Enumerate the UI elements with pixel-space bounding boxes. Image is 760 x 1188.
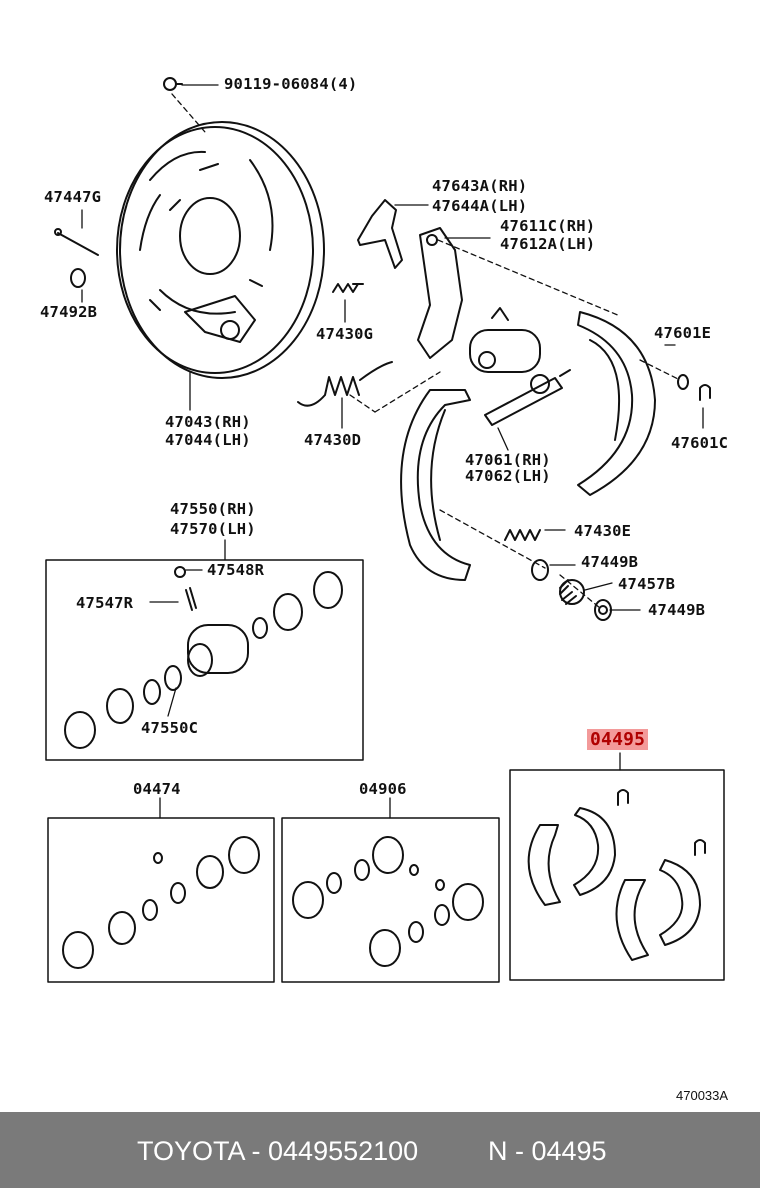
label-pin-cup: 47492B xyxy=(40,303,98,321)
brake-shoe-right xyxy=(577,311,656,496)
retainer-cup-1 xyxy=(531,559,549,581)
kit-box-04495 xyxy=(509,769,725,981)
label-hold-spring: 47457B xyxy=(618,575,676,593)
label-cylinder-lh: 47570(LH) xyxy=(170,520,256,538)
label-kit-04474: 04474 xyxy=(133,780,181,798)
label-strut-lh: 47612A(LH) xyxy=(500,235,596,253)
kit-box-04474 xyxy=(47,817,275,983)
hold-down-spring xyxy=(559,579,585,605)
kit-box-04906 xyxy=(281,817,500,983)
label-cup-spring: 47550C xyxy=(141,719,199,737)
shoe-strut xyxy=(417,227,463,359)
wheel-cylinder-top xyxy=(469,307,541,373)
label-hold-down-pin: 47447G xyxy=(44,188,102,206)
parking-lever xyxy=(357,199,403,269)
label-lever-rh: 47643A(RH) xyxy=(432,177,528,195)
label-bolt: 90119-06084(4) xyxy=(224,75,358,93)
shoe-clip-e xyxy=(677,374,689,390)
footer-code: N - 04495 xyxy=(488,1136,607,1166)
label-adjuster-rh: 47061(RH) xyxy=(465,451,551,469)
pin-cup xyxy=(70,268,86,288)
backing-plate xyxy=(116,121,325,379)
brake-shoe-left xyxy=(400,389,471,581)
leader-lines xyxy=(81,84,704,819)
hold-down-pin xyxy=(54,228,99,256)
label-retainer-2: 47449B xyxy=(648,601,706,619)
label-spring-e: 47430E xyxy=(574,522,632,540)
shoe-clip-c xyxy=(699,384,711,401)
label-strut-rh: 47611C(RH) xyxy=(500,217,596,235)
retainer-cup-2 xyxy=(594,599,612,621)
label-bleeder: 47547R xyxy=(76,594,134,612)
label-spring-d: 47430D xyxy=(304,431,362,449)
footer-bar: TOYOTA - 0449552100 N - 04495 xyxy=(0,1112,760,1188)
label-retainer-1: 47449B xyxy=(581,553,639,571)
label-kit-04495-highlight[interactable]: 04495 xyxy=(587,729,649,750)
label-backing-plate-lh: 47044(LH) xyxy=(165,431,251,449)
reference-code: 470033A xyxy=(676,1088,729,1103)
label-lever-lh: 47644A(LH) xyxy=(432,197,528,215)
label-adjuster-lh: 47062(LH) xyxy=(465,467,551,485)
label-bleeder-cap: 47548R xyxy=(207,561,265,579)
label-cylinder-rh: 47550(RH) xyxy=(170,500,256,518)
label-shoe-e: 47601E xyxy=(654,324,712,342)
wheel-cylinder-box xyxy=(45,559,364,761)
return-spring-d xyxy=(297,361,393,407)
label-spring-g: 47430G xyxy=(316,325,374,343)
footer-part-number: TOYOTA - 0449552100 xyxy=(137,1136,419,1166)
exploded-parts-diagram xyxy=(45,77,725,983)
adjuster-spring-e xyxy=(504,529,541,541)
shoe-adjuster xyxy=(484,369,571,426)
label-kit-04906: 04906 xyxy=(359,780,407,798)
return-spring-g xyxy=(332,283,364,293)
label-clip-c: 47601C xyxy=(671,434,729,452)
label-backing-plate-rh: 47043(RH) xyxy=(165,413,251,431)
bolt xyxy=(163,77,183,91)
